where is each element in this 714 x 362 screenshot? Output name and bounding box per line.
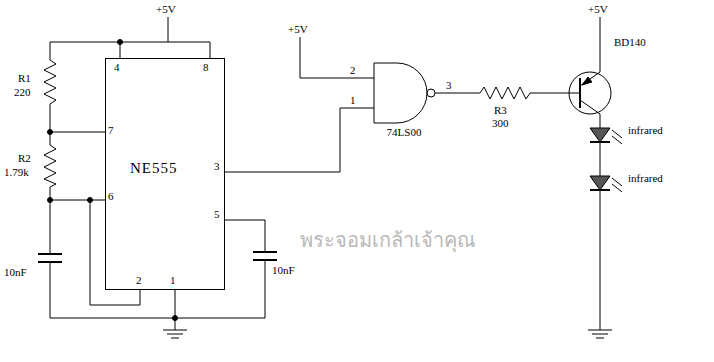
resistor-name: R1 xyxy=(18,72,31,85)
junction-dot xyxy=(48,130,53,135)
transistor-symbol xyxy=(580,100,600,128)
gate-supply-wire xyxy=(300,37,362,78)
pin-number: 2 xyxy=(136,274,142,287)
transistor-symbol xyxy=(582,77,592,85)
transistor-symbol xyxy=(579,78,581,108)
resistor-symbol xyxy=(50,132,105,133)
pin-number: 1 xyxy=(350,94,356,107)
gate-supply-wire xyxy=(300,37,362,78)
capacitor-symbol xyxy=(225,220,265,221)
resistor-symbol xyxy=(50,42,51,60)
led-symbol xyxy=(596,338,604,339)
supply-wire xyxy=(210,42,211,58)
signal-wire xyxy=(225,108,362,172)
ground-wire xyxy=(167,334,183,335)
pin-number: 4 xyxy=(114,61,120,74)
chip-name: NE555 xyxy=(130,159,178,177)
supply-label: +5V xyxy=(588,3,608,16)
output-wire xyxy=(442,93,480,94)
supply-wire xyxy=(168,17,169,42)
part-number: 74LS00 xyxy=(362,126,446,139)
led-symbol xyxy=(592,334,608,335)
supply-label: +5V xyxy=(156,3,176,16)
resistor-value: 1.79k xyxy=(4,166,29,179)
junction-dot xyxy=(88,198,93,203)
junction-dot xyxy=(118,40,123,45)
capacitor-symbol xyxy=(50,200,51,254)
transistor-symbol xyxy=(569,72,611,114)
capacitor-symbol xyxy=(253,251,277,253)
output-wire xyxy=(480,87,530,99)
capacitor-symbol xyxy=(38,200,277,318)
led-symbol xyxy=(588,128,622,338)
ground-wire xyxy=(163,330,187,331)
output-wire xyxy=(442,87,580,99)
capacitor-symbol xyxy=(265,260,266,318)
pin-number: 3 xyxy=(446,79,452,92)
transistor-name: BD140 xyxy=(614,36,646,49)
output-wire xyxy=(530,93,580,94)
timer-chip: NE555 xyxy=(105,58,225,290)
transistor-symbol xyxy=(569,17,611,128)
ground-wire xyxy=(175,290,176,330)
junction-dot xyxy=(48,40,178,321)
pin-number: 5 xyxy=(214,208,220,221)
led-symbol xyxy=(612,184,622,192)
capacitor-symbol xyxy=(265,220,266,252)
resistor-symbol xyxy=(44,145,56,187)
transistor-symbol xyxy=(580,17,600,86)
supply-wire xyxy=(50,17,210,58)
capacitor-value: 10nF xyxy=(4,266,27,279)
supply-wire xyxy=(50,42,210,43)
capacitor-symbol xyxy=(50,262,51,318)
nand-gate: 74LS00 xyxy=(362,58,446,142)
junction-dot xyxy=(48,198,53,203)
led-label: infrared xyxy=(628,124,663,137)
resistor-value: 220 xyxy=(14,86,31,99)
gate-output xyxy=(435,93,442,94)
resistor-name: R2 xyxy=(18,152,31,165)
pin-number: 1 xyxy=(170,274,176,287)
gate-body xyxy=(374,63,427,123)
pin-number: 2 xyxy=(350,64,356,77)
gate-input xyxy=(362,78,374,79)
ground-wire xyxy=(171,338,179,339)
led-label: infrared xyxy=(628,172,663,185)
led-symbol xyxy=(612,136,622,144)
resistor-value: 300 xyxy=(492,117,509,130)
led-symbol xyxy=(588,330,612,331)
pin-number: 3 xyxy=(214,160,220,173)
gate-input xyxy=(362,108,374,109)
resistor-name: R3 xyxy=(494,104,507,117)
resistor-symbol xyxy=(50,104,51,132)
resistor-symbol xyxy=(50,200,105,201)
supply-label: +5V xyxy=(288,23,308,36)
led-symbol xyxy=(600,142,601,176)
led-symbol xyxy=(590,128,610,142)
resistor-symbol xyxy=(44,60,56,104)
watermark: พระจอมเกล้าเจ้าคุณ xyxy=(300,228,476,252)
inversion-bubble xyxy=(427,89,435,97)
capacitor-value: 10nF xyxy=(272,264,295,277)
pin-number: 6 xyxy=(108,190,114,203)
junction-dot xyxy=(173,316,178,321)
led-symbol xyxy=(600,190,601,330)
pin-number: 7 xyxy=(108,124,114,137)
ground-wire xyxy=(50,290,265,338)
ground-wire xyxy=(50,318,265,319)
nand-gate-shape xyxy=(362,58,442,128)
pin-number: 8 xyxy=(203,61,209,74)
resistor-symbol xyxy=(44,42,105,200)
capacitor-symbol xyxy=(38,253,62,255)
led-symbol xyxy=(590,176,610,190)
